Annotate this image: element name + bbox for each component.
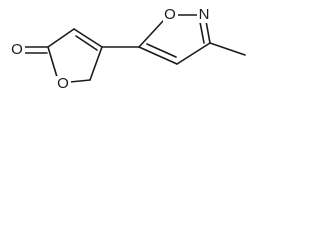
bond-c4-c5 xyxy=(89,46,103,81)
atom-label-ring-oxygen: O xyxy=(57,75,69,92)
atom-ring-oxygen: O xyxy=(56,75,71,92)
atom-isoxazole-nitrogen: N xyxy=(197,6,212,23)
bond-c4i-c5i-double xyxy=(146,43,177,58)
atom-label-isoxazole-oxygen: O xyxy=(164,6,176,23)
bond-c3i-c4i xyxy=(176,42,211,65)
atom-label-isoxazole-nitrogen: N xyxy=(199,6,210,23)
atom-label-carbonyl-oxygen: O xyxy=(11,41,23,58)
bond-c3-c4 xyxy=(73,28,103,48)
bond-methyl xyxy=(209,42,246,56)
bond-n2i-c3i-double xyxy=(199,21,205,44)
bond-c3-c4-double xyxy=(75,35,98,51)
bond-c5-o1 xyxy=(69,79,91,83)
bond-o1-c2 xyxy=(47,46,58,78)
bond-c2-c3 xyxy=(47,28,75,48)
isoxazole-ring xyxy=(138,14,211,65)
bond-c4i-c5i xyxy=(138,46,178,65)
furanone-ring xyxy=(47,28,103,83)
chemical-structure-diagram: O O O N xyxy=(10,6,246,92)
atom-isoxazole-oxygen: O xyxy=(163,6,178,23)
atom-carbonyl-oxygen: O xyxy=(10,41,25,58)
bond-c5i-o1i xyxy=(138,20,164,48)
bond-n2i-c3i xyxy=(205,20,211,44)
carbonyl-group xyxy=(24,46,49,54)
